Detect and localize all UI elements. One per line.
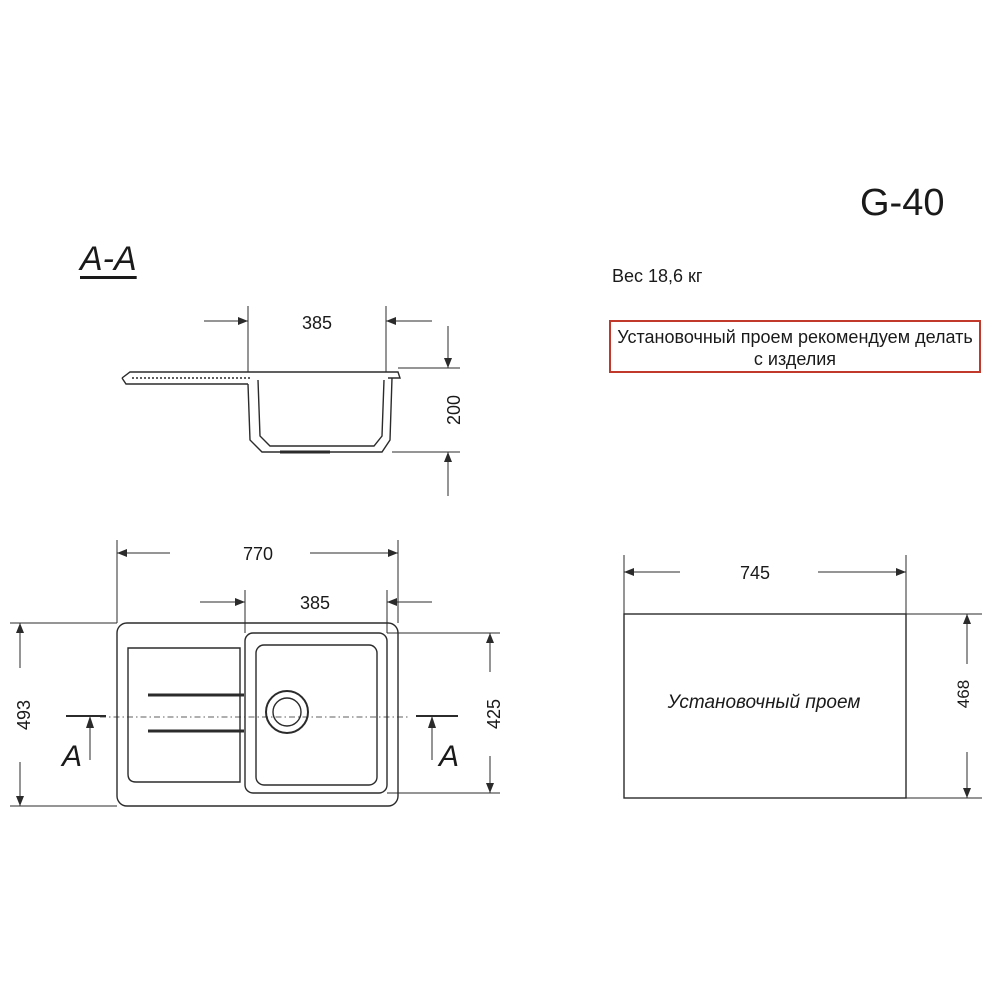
cutout-rect [623, 613, 907, 799]
bowl-width-label: 385 [300, 593, 330, 613]
section-view [121, 306, 460, 496]
section-title: A-A [80, 240, 137, 278]
section-marker-right: A [437, 740, 459, 773]
section-marker-left: A [60, 740, 82, 773]
bowl [255, 644, 378, 786]
section-drainboard [121, 371, 401, 379]
cutout-depth-label: 468 [954, 680, 973, 708]
section-bowl [247, 377, 393, 453]
bowl-rim [244, 632, 388, 794]
cutout-view [623, 555, 982, 799]
weight-label: Вес 18,6 кг [612, 266, 703, 286]
bowl-depth-label: 425 [484, 699, 504, 729]
section-depth-label: 200 [444, 395, 464, 425]
section-arrow-icon [428, 716, 436, 728]
drain-outer [265, 690, 309, 734]
section-arrow-icon [86, 716, 94, 728]
drain-inner [272, 697, 302, 727]
overall-depth-label: 493 [14, 700, 34, 730]
cutout-label: Установочный проем [667, 692, 861, 713]
model-title: G-40 [860, 182, 945, 224]
section-width-label: 385 [302, 313, 332, 333]
overall-width-label: 770 [243, 544, 273, 564]
cutout-width-label: 745 [740, 563, 770, 583]
drainboard-area [127, 647, 241, 783]
installation-note: Установочный проем рекомендуем делать с … [609, 320, 981, 373]
sink-outline [116, 622, 399, 807]
top-view [10, 540, 500, 807]
